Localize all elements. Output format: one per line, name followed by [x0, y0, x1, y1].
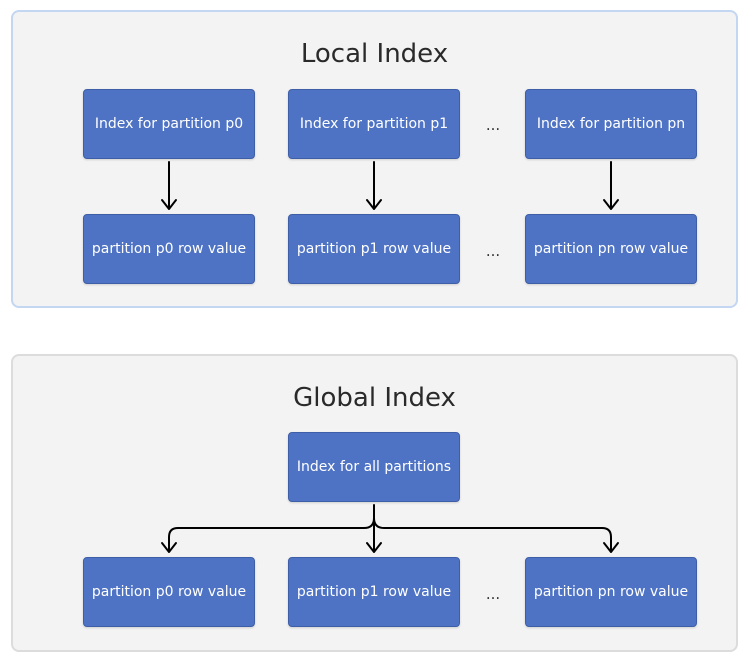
global-row-box-p1: partition p1 row value — [288, 557, 460, 627]
global-index-box: Index for all partitions — [288, 432, 460, 502]
local-row-ellipsis: ... — [485, 242, 501, 260]
global-row-box-pn: partition pn row value — [525, 557, 697, 627]
local-index-box-p0: Index for partition p0 — [83, 89, 255, 159]
local-index-title: Local Index — [300, 39, 449, 69]
local-row-box-pn: partition pn row value — [525, 214, 697, 284]
global-index-title: Global Index — [293, 383, 456, 413]
local-index-box-p1: Index for partition p1 — [288, 89, 460, 159]
global-row-ellipsis: ... — [485, 585, 501, 603]
local-index-ellipsis: ... — [485, 116, 501, 134]
global-row-box-p0: partition p0 row value — [83, 557, 255, 627]
local-row-box-p0: partition p0 row value — [83, 214, 255, 284]
local-index-box-pn: Index for partition pn — [525, 89, 697, 159]
local-row-box-p1: partition p1 row value — [288, 214, 460, 284]
